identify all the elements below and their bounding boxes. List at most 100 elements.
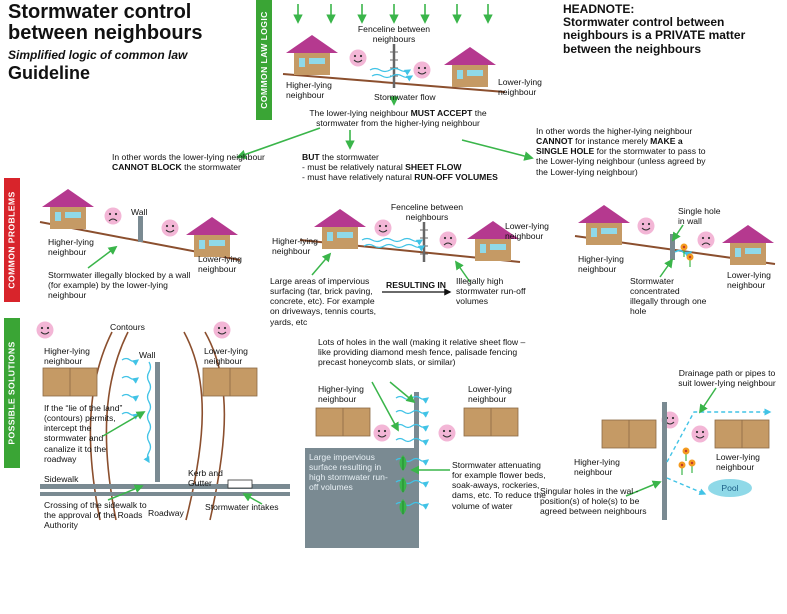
- sol3-arrow-holes: [625, 480, 662, 497]
- sol3-flower-2: [687, 458, 697, 474]
- sol1-intakes-label: Stormwater intakes: [205, 502, 279, 512]
- sol1-arrow: [102, 411, 146, 437]
- band-problems-bg: [4, 178, 20, 302]
- logic-happy-face-right: [413, 61, 431, 79]
- prob2-resulting-label: RESULTING IN: [386, 280, 446, 290]
- logic-arrow-left: [236, 127, 321, 159]
- sol3-arrow-drain: [699, 387, 717, 414]
- prob3-water-jet: [674, 249, 693, 259]
- prob1-wall: [138, 216, 143, 242]
- band-solutions-bg: [4, 318, 20, 468]
- sol3-happy-face-right: [691, 425, 709, 443]
- sol1-happy-face-left: [36, 321, 54, 339]
- section-label-solutions: POSSIBLE SOLUTIONS: [7, 341, 17, 445]
- kerb-gutter-box: [227, 479, 253, 489]
- sol1-lower-building: [202, 367, 258, 397]
- prob2-water-flow: [361, 237, 426, 252]
- sol3-drainage-text: Drainage path or pipes to suit lower-lyi…: [678, 368, 776, 389]
- sol3-higher-label: Higher-lying neighbour: [574, 457, 620, 478]
- logic-happy-face-left: [349, 49, 367, 67]
- prob2-sad-face: [439, 231, 457, 249]
- sol2-arrow-top-2: [389, 381, 416, 404]
- sol1-sidewalk-label: Sidewalk: [44, 474, 79, 484]
- sol3-wall: [662, 402, 667, 520]
- sidewalk: [40, 484, 290, 489]
- sol1-lower-label: Lower-lying neighbour: [204, 346, 248, 367]
- prob2-arrow-down: [454, 260, 471, 283]
- logic-flow-label: Stormwater flow: [374, 92, 436, 102]
- prob2-fence: [420, 222, 428, 262]
- logic-single-hole-text: In other words the higher-lying neighbou…: [536, 126, 706, 177]
- prob3-arrow-hole: [672, 224, 684, 242]
- prob1-wall-label: Wall: [131, 207, 148, 217]
- prob3-happy-face: [637, 217, 655, 235]
- section-label-law: COMMON LAW LOGIC: [259, 11, 270, 109]
- sol1-water-flow: [121, 357, 152, 464]
- sol1-lie-of-land-text: If the “lie of the land” (contours) perm…: [44, 403, 123, 464]
- logic-accept-text: The lower-lying neighbour MUST ACCEPT th…: [309, 108, 487, 129]
- logic-arrow-right: [461, 139, 534, 161]
- sol3-lower-building: [714, 419, 770, 449]
- sol1-wall: [155, 362, 160, 482]
- sol2-lower-building: [463, 407, 519, 437]
- prob3-single-hole-label: Single hole in wall: [678, 206, 721, 227]
- prob3-flower-2: [685, 252, 695, 268]
- pool: [708, 479, 752, 497]
- headnote-text: Stormwater control between neighbours is…: [563, 15, 746, 56]
- sol1-intake-arrow: [242, 493, 263, 505]
- sol3-singular-text: Singular holes in the wal - position(s) …: [540, 486, 647, 517]
- sol1-kerb-label: Kerb and Gutter: [188, 468, 223, 489]
- prob1-blocked-text: Stormwater illegally blocked by a wall (…: [48, 270, 191, 301]
- logic-higher-label: Higher-lying neighbour: [286, 80, 332, 101]
- kerb: [40, 492, 290, 496]
- prob1-higher-label: Higher-lying neighbour: [48, 237, 94, 258]
- sol2-impervious-text: Large impervious surface resulting in hi…: [309, 452, 388, 493]
- sol2-holes-text: Lots of holes in the wall (making it rel…: [318, 337, 526, 368]
- prob2-fenceline-label: Fenceline between neighbours: [390, 202, 464, 223]
- sol1-higher-label: Higher-lying neighbour: [44, 346, 90, 367]
- logic-but-text: BUT the stormwater- must be relatively n…: [302, 152, 498, 183]
- sol1-roadway-label: Roadway: [148, 508, 184, 518]
- sol2-happy-face-left: [373, 424, 391, 442]
- sol1-higher-building: [42, 367, 98, 397]
- logic-fenceline-label: Fenceline between neighbours: [357, 24, 431, 45]
- sol3-flower-1: [681, 446, 691, 462]
- sol3-higher-building: [601, 419, 657, 449]
- subtitle: Simplified logic of common law: [8, 48, 188, 62]
- logic-water-flow: [369, 67, 414, 82]
- sol2-lower-label: Lower-lying neighbour: [468, 384, 512, 405]
- logic-higher-house: [286, 35, 338, 75]
- section-label-problems: COMMON PROBLEMS: [7, 191, 17, 289]
- sol1-happy-face-right: [213, 321, 231, 339]
- prob3-higher-label: Higher-lying neighbour: [578, 254, 624, 275]
- logic-lower-house: [444, 47, 496, 87]
- prob1-lower-label: Lower-lying neighbour: [198, 254, 242, 275]
- logic-lower-label: Lower-lying neighbour: [498, 77, 542, 98]
- prob3-concentrated-text: Stormwater concentrated illegally throug…: [630, 276, 707, 317]
- sol2-arrow-top-1: [371, 381, 399, 432]
- title-line-2: between neighbours: [8, 22, 203, 44]
- sol1-crossing-text: Crossing of the sidewalk to the approval…: [44, 500, 147, 531]
- prob2-arrow-up: [311, 252, 332, 276]
- prob3-lower-label: Lower-lying neighbour: [727, 270, 771, 291]
- sol2-higher-label: Higher-lying neighbour: [318, 384, 364, 405]
- pool-label: Pool: [721, 483, 739, 493]
- sol1-wall-label: Wall: [139, 350, 156, 360]
- sol3-flower-3: [677, 460, 687, 476]
- band-law-bg: [256, 0, 272, 120]
- prob3-sad-face: [697, 231, 715, 249]
- rain-arrows: [293, 4, 493, 24]
- prob1-arrow: [87, 245, 118, 269]
- prob3-wall: [670, 234, 675, 260]
- sol2-attenuating-text: Stormwater attenuating for example flowe…: [452, 460, 546, 511]
- sol2-happy-face-right: [438, 424, 456, 442]
- sol3-lower-label: Lower-lying neighbour: [716, 452, 760, 473]
- sol1-crossing-arrow: [107, 484, 144, 501]
- sol3-drainage-path: [666, 408, 772, 496]
- prob1-sad-face: [104, 207, 122, 225]
- sol2-higher-building: [315, 407, 371, 437]
- sol2-impervious-area: [305, 448, 415, 548]
- prob2-lower-label: Lower-lying neighbour: [505, 221, 549, 242]
- logic-cannot-block-text: In other words the lower-lying neighbour…: [112, 152, 265, 173]
